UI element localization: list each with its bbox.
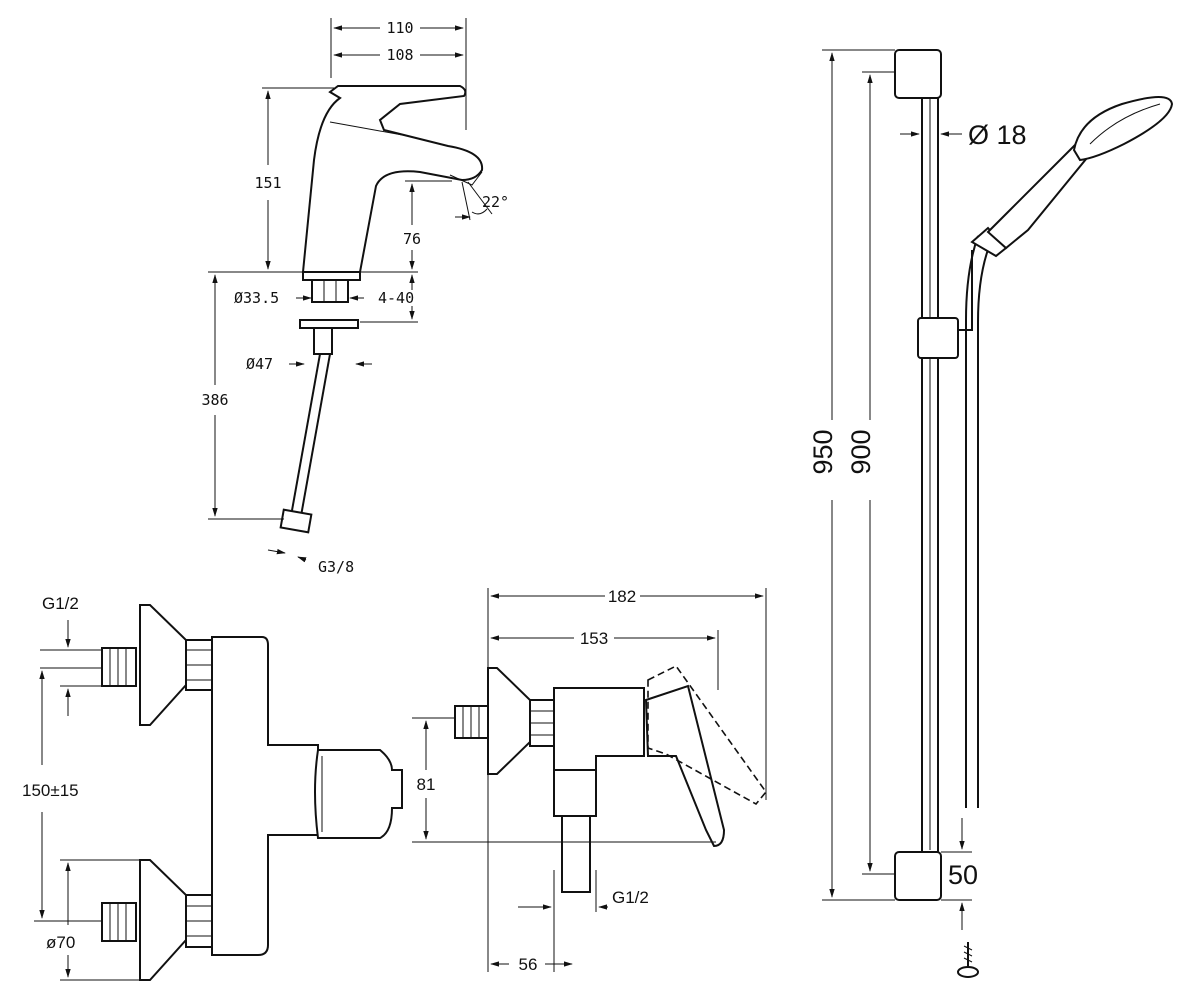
mounting-stud xyxy=(311,279,349,303)
dim-dia-47: Ø47 xyxy=(246,355,273,373)
supply-hose-right xyxy=(300,353,331,517)
faucet-body xyxy=(301,85,484,273)
label-g1-2-front: G1/2 xyxy=(42,594,79,613)
mixer-body xyxy=(211,636,319,956)
side-lever xyxy=(644,684,726,848)
basin-faucet-drawing: 110 108 151 76 22° 4-40 Ø33.5 Ø47 xyxy=(201,18,509,576)
dim-108: 108 xyxy=(386,46,413,64)
handset-head xyxy=(1072,96,1174,162)
supply-hose-left xyxy=(290,353,321,517)
thread-g3-8: G3/8 xyxy=(318,558,354,576)
upper-inlet-thread xyxy=(101,647,137,687)
dim-81: 81 xyxy=(417,775,436,794)
side-outlet-pipe xyxy=(561,815,591,893)
dim-4-40: 4-40 xyxy=(378,289,414,307)
upper-flange xyxy=(139,604,187,726)
dim-110: 110 xyxy=(386,19,413,37)
dim-153: 153 xyxy=(580,629,608,648)
handset-face xyxy=(1089,103,1161,145)
mounting-plate xyxy=(299,319,359,329)
dim-182: 182 xyxy=(608,587,636,606)
label-g1-2-side: G1/2 xyxy=(612,888,649,907)
dim-950: 950 xyxy=(808,429,838,474)
lower-inlet-thread xyxy=(101,902,137,942)
dim-50: 50 xyxy=(948,860,978,890)
wall-mixer-side-view: 182 153 81 G1/2 56 xyxy=(412,587,768,974)
faucet-lever-seam xyxy=(329,121,409,137)
shower-hose-inner xyxy=(977,243,991,808)
screw-head xyxy=(957,966,979,978)
faucet-base xyxy=(302,271,361,281)
dim-150-15: 150±15 xyxy=(22,781,79,800)
mixer-cartridge xyxy=(314,749,403,839)
aerator xyxy=(449,171,483,186)
wall-mixer-front-view: G1/2 150±15 ø70 xyxy=(22,594,403,981)
top-wall-bracket xyxy=(894,49,942,99)
slider-arm xyxy=(958,250,973,331)
bottom-wall-bracket xyxy=(894,851,942,901)
dim-56: 56 xyxy=(519,955,538,974)
dim-386: 386 xyxy=(201,391,228,409)
side-flange xyxy=(487,667,531,775)
hose-connector xyxy=(279,508,313,534)
dim-900: 900 xyxy=(846,429,876,474)
dim-dia-33-5: Ø33.5 xyxy=(234,289,279,307)
dim-dia-70: ø70 xyxy=(46,933,75,952)
dim-151: 151 xyxy=(254,174,281,192)
dim-76: 76 xyxy=(403,230,421,248)
dim-dia-18: Ø 18 xyxy=(968,120,1027,150)
slider xyxy=(917,317,959,359)
fixing-nut xyxy=(313,327,333,355)
shower-bar-drawing: Ø 18 950 900 50 xyxy=(808,49,1174,978)
angle-22: 22° xyxy=(482,193,509,211)
lower-flange xyxy=(139,859,187,981)
side-lever-alt-position xyxy=(647,664,768,806)
side-outlet-nut xyxy=(553,769,597,817)
side-body xyxy=(553,687,645,771)
